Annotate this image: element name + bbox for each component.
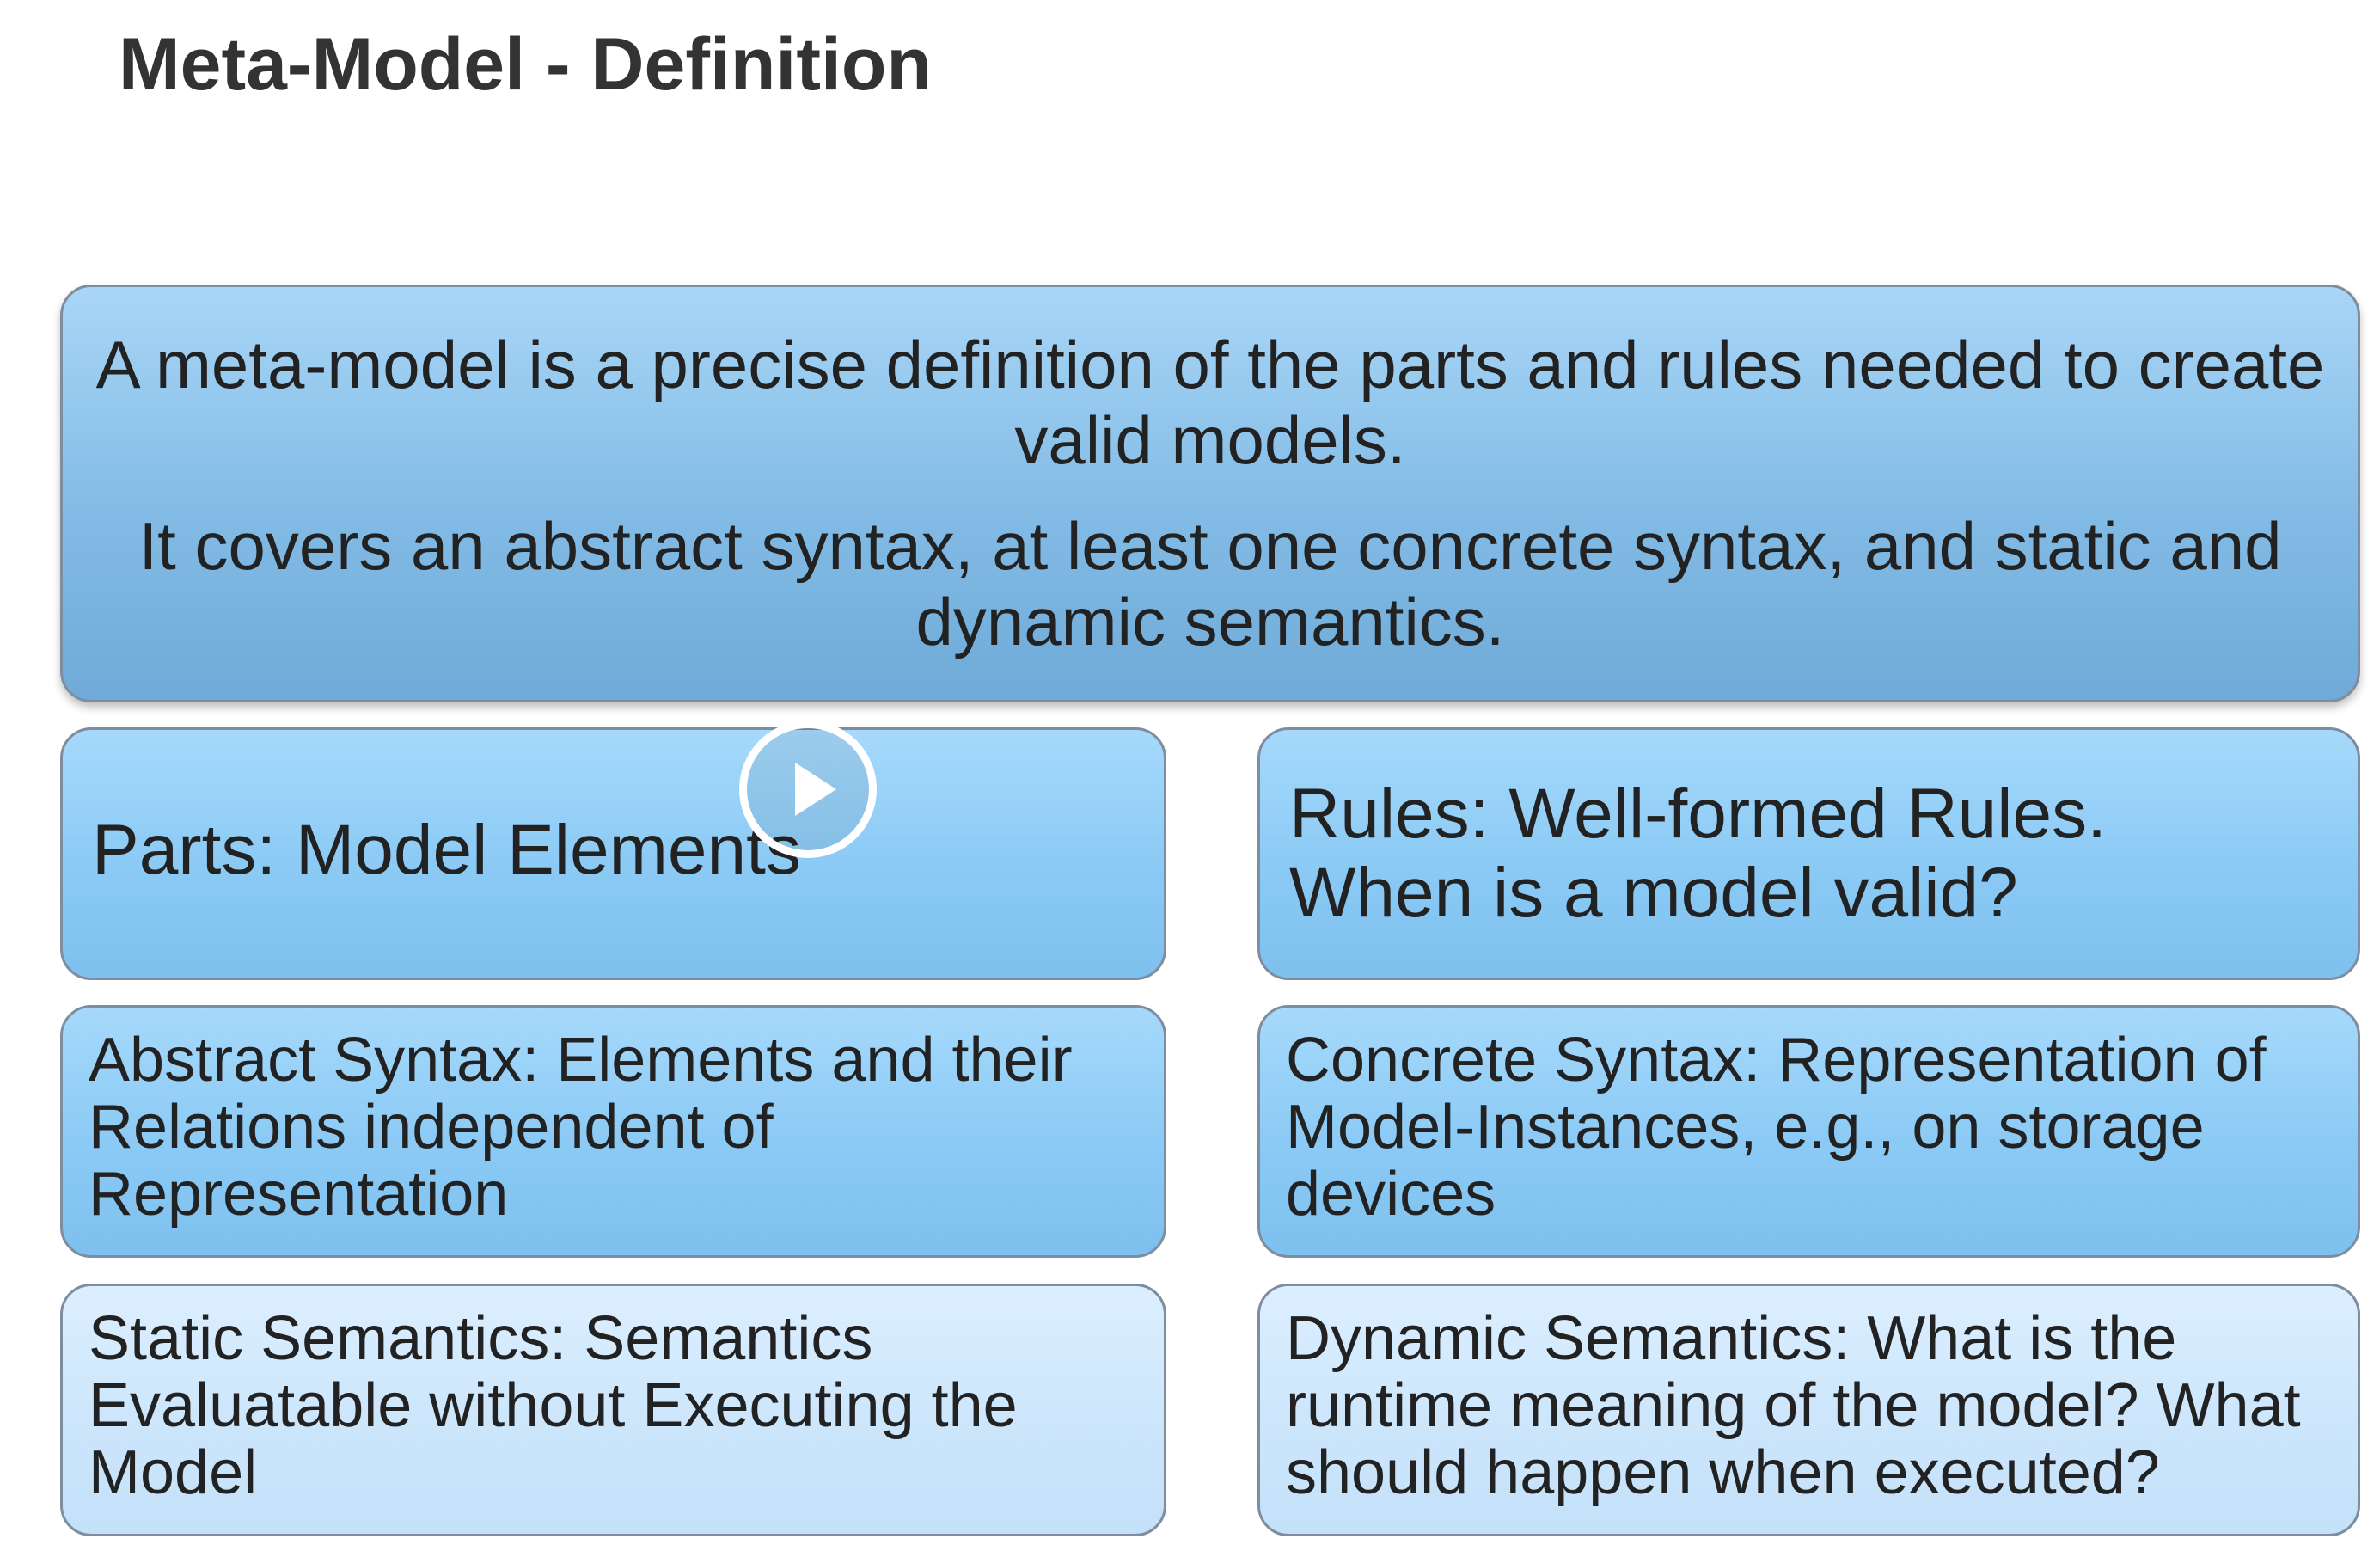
abstract-syntax-box: Abstract Syntax: Elements and their Rela…: [60, 1005, 1166, 1258]
definition-paragraph-1: A meta-model is a precise definition of …: [95, 327, 2325, 478]
concrete-syntax-box: Concrete Syntax: Representation of Model…: [1257, 1005, 2360, 1258]
abstract-syntax-text: Abstract Syntax: Elements and their Rela…: [89, 1026, 1073, 1229]
play-icon: [795, 763, 836, 816]
definition-box: A meta-model is a precise definition of …: [60, 285, 2360, 702]
slide-title: Meta-Model - Definition: [119, 23, 932, 106]
parts-text: Parts: Model Elements: [92, 811, 801, 889]
rules-box: Rules: Well-formed Rules. When is a mode…: [1257, 727, 2360, 980]
definition-paragraph-2: It covers an abstract syntax, at least o…: [138, 508, 2282, 659]
play-button[interactable]: [739, 720, 877, 858]
dynamic-semantics-text: Dynamic Semantics: What is the runtime m…: [1286, 1304, 2301, 1507]
rules-text: Rules: Well-formed Rules. When is a mode…: [1289, 775, 2107, 932]
concrete-syntax-text: Concrete Syntax: Representation of Model…: [1286, 1026, 2267, 1229]
static-semantics-text: Static Semantics: Semantics Evaluatable …: [89, 1304, 1018, 1507]
parts-box: Parts: Model Elements: [60, 727, 1166, 980]
static-semantics-box: Static Semantics: Semantics Evaluatable …: [60, 1284, 1166, 1536]
dynamic-semantics-box: Dynamic Semantics: What is the runtime m…: [1257, 1284, 2360, 1536]
